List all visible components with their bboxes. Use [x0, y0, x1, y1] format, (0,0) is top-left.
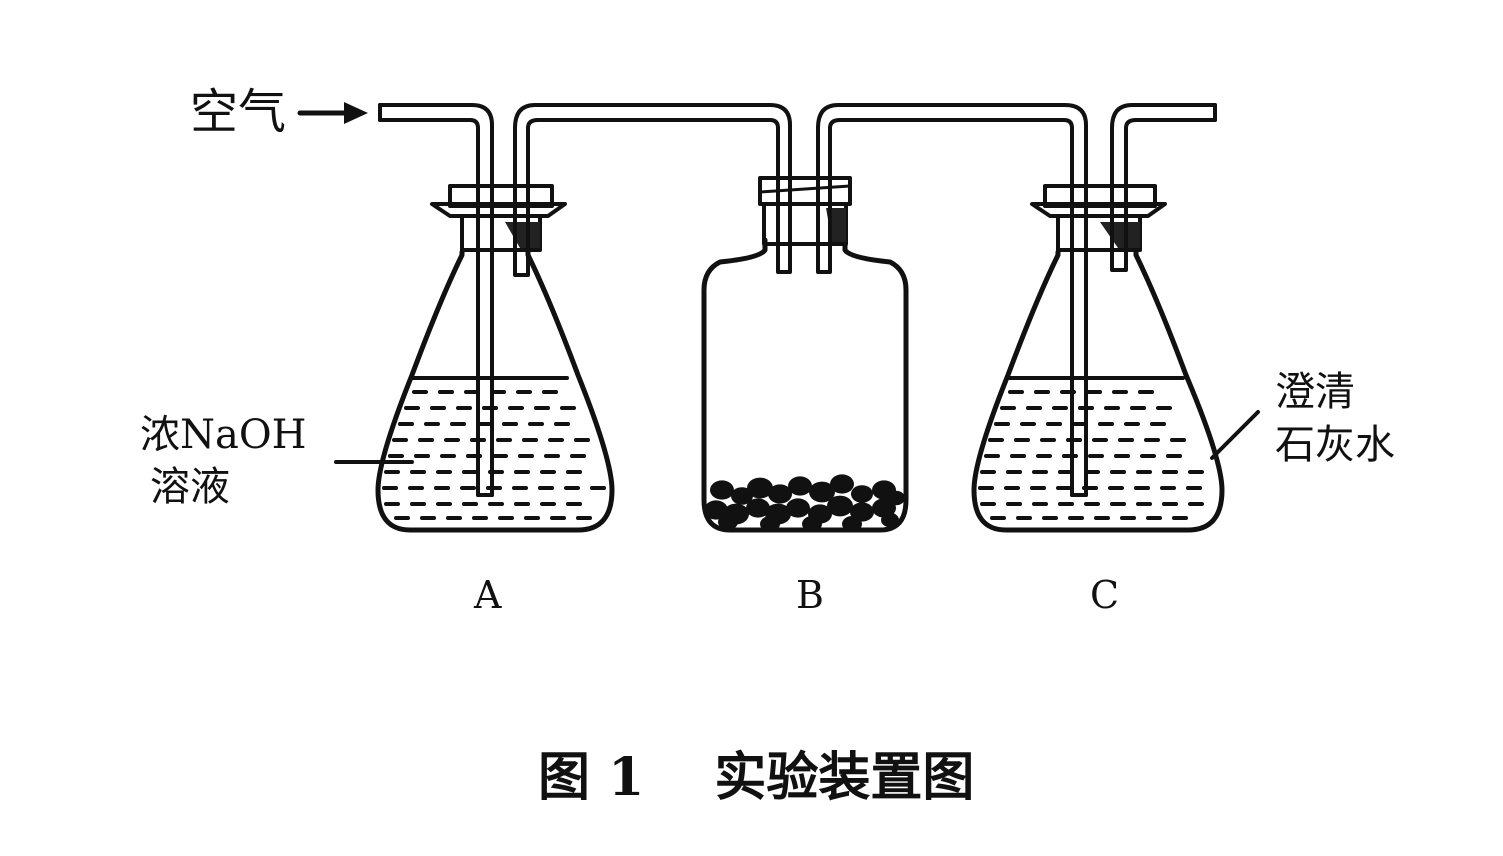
bottle-b — [701, 126, 909, 533]
granule — [788, 476, 812, 496]
granule — [809, 481, 835, 503]
air-arrow — [297, 102, 368, 124]
flask-c-label: C — [1090, 573, 1119, 617]
granule — [760, 516, 780, 532]
bottle-b-label: B — [796, 573, 824, 617]
granule — [768, 484, 792, 504]
limewater-leader-line — [1210, 410, 1260, 460]
limewater-label-line1: 澄清 — [1275, 369, 1355, 415]
granule — [710, 480, 734, 500]
stopper-c — [1043, 184, 1157, 208]
stopper-a — [448, 184, 554, 208]
air-label: 空气 — [190, 84, 286, 140]
granule — [881, 512, 899, 528]
naoh-label-line2: 溶液 — [150, 464, 230, 510]
granule — [704, 500, 728, 520]
granule — [827, 495, 853, 517]
flask-c — [971, 126, 1225, 533]
limewater-label-line2: 石灰水 — [1275, 422, 1395, 468]
flask-a — [375, 126, 615, 533]
granule — [842, 516, 862, 532]
limewater-dashes — [978, 390, 1204, 520]
granule — [851, 485, 873, 503]
granule — [746, 498, 770, 518]
naoh-label-line1: 浓NaOH — [140, 412, 307, 458]
flask-a-label: A — [473, 573, 502, 617]
granule — [718, 514, 738, 530]
solid-granules — [704, 474, 905, 532]
granule — [830, 474, 854, 494]
granule — [731, 487, 753, 505]
granule — [887, 490, 905, 506]
granule — [786, 498, 810, 518]
granule — [802, 516, 822, 532]
figure-caption: 图 1 实验装置图 — [538, 747, 974, 808]
connecting-tubes — [378, 103, 1217, 152]
granule — [747, 477, 773, 499]
